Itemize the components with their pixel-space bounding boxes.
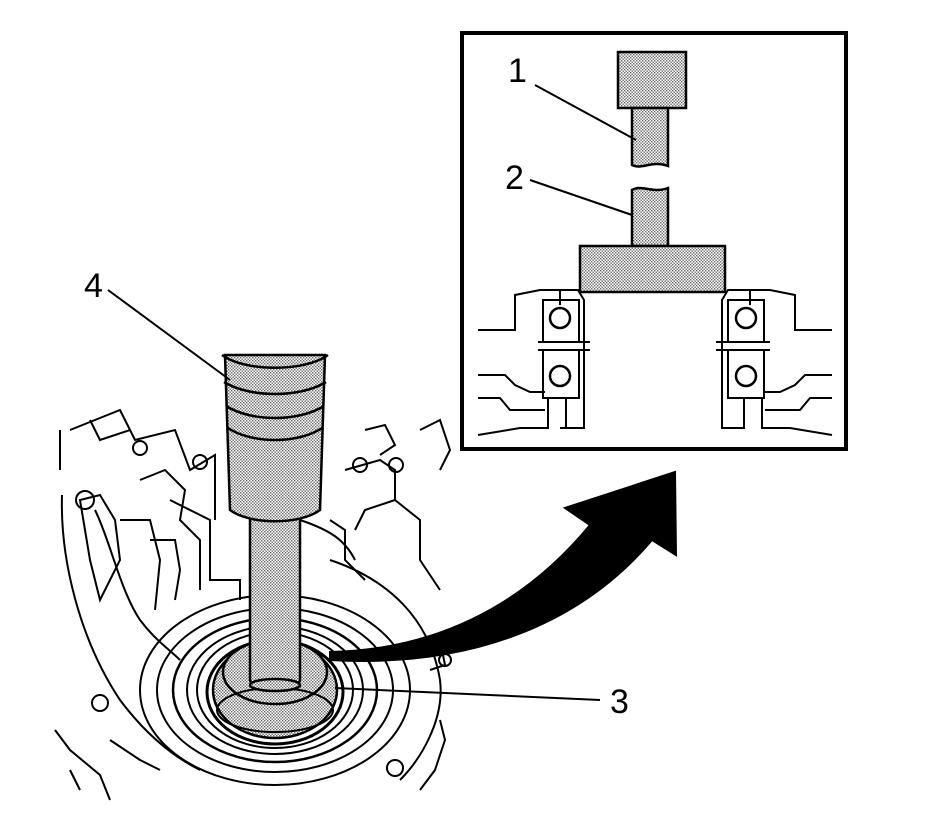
callout-1: 1	[508, 52, 527, 90]
callout-3: 3	[610, 683, 629, 721]
callout-4: 4	[84, 267, 103, 305]
transmission-housing	[54, 408, 452, 801]
callout-2: 2	[505, 159, 524, 197]
detail-arrow	[329, 470, 678, 662]
detail-inset	[460, 31, 848, 451]
callout-leaders	[107, 84, 637, 701]
bearing-balls	[548, 306, 758, 388]
driver-handle	[221, 353, 329, 693]
